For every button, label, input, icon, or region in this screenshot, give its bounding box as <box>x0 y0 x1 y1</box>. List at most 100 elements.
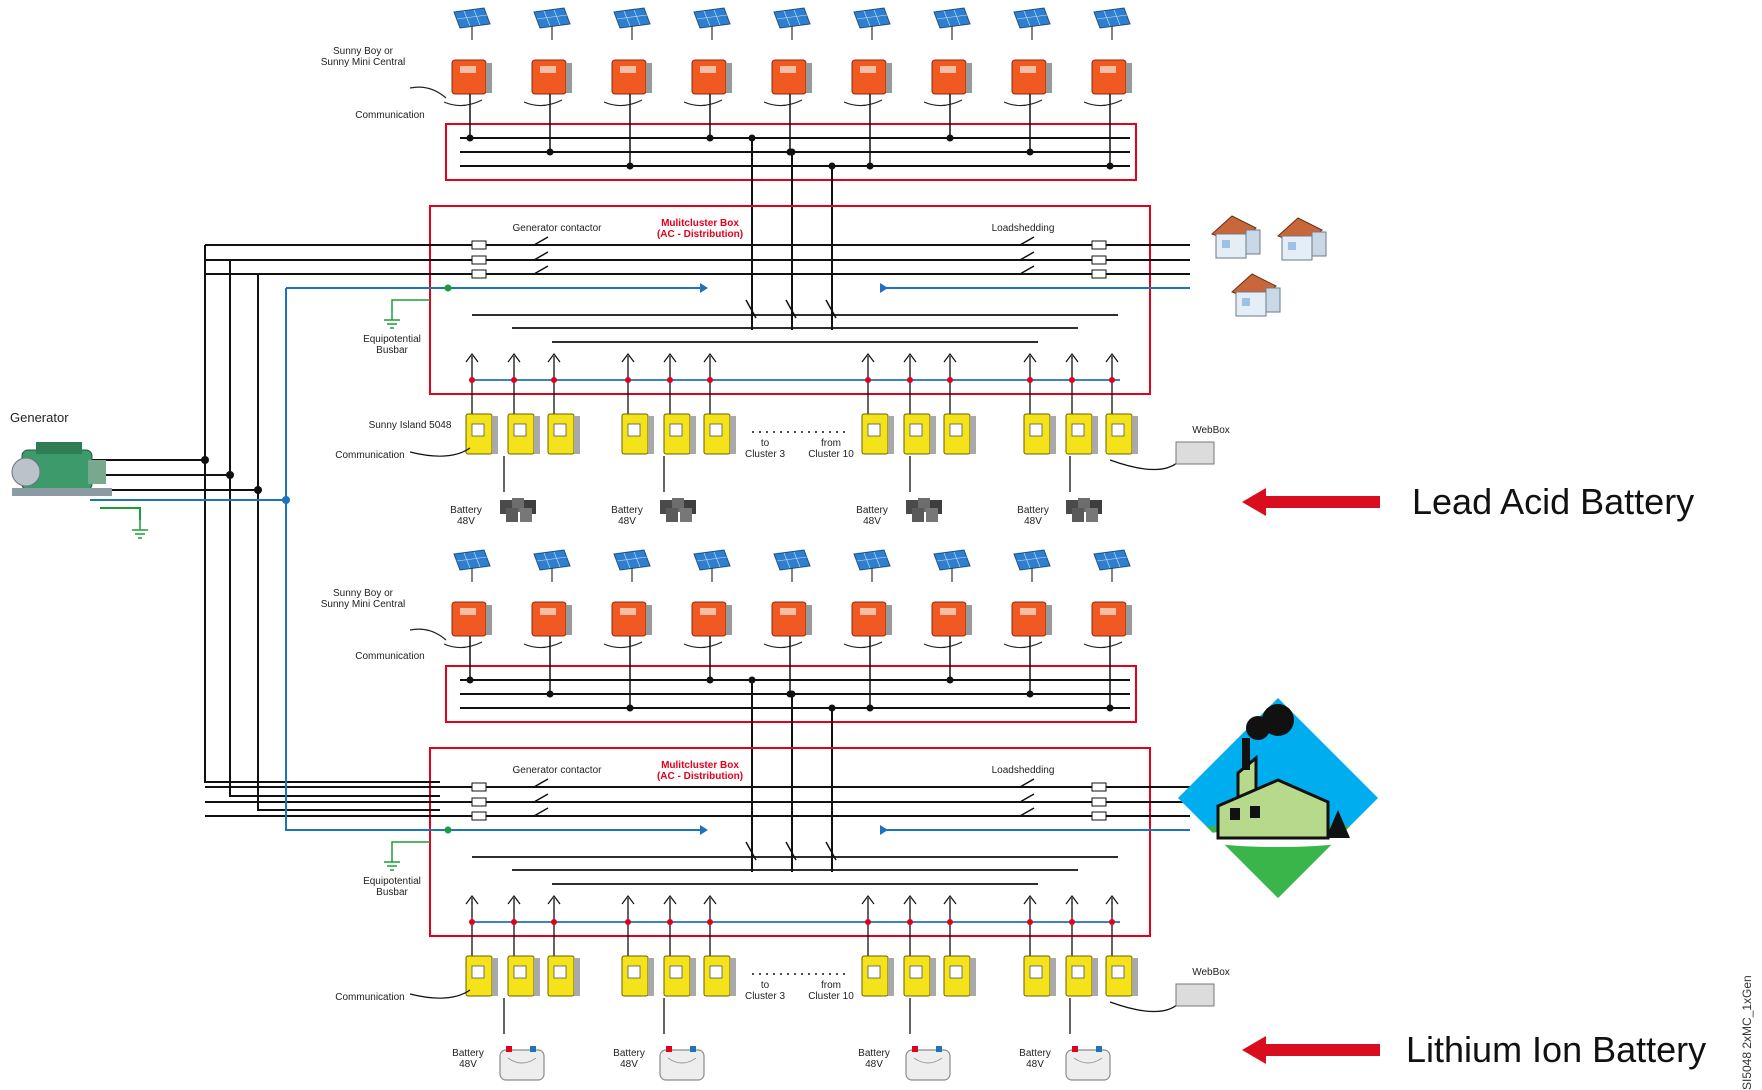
junction-dot <box>947 919 953 925</box>
battery-label-top-2: Battery 48V <box>611 505 643 527</box>
communication-line <box>1083 99 1123 107</box>
breaker-icon <box>621 895 635 905</box>
communication-line <box>409 628 447 641</box>
fuse-icon <box>471 240 487 250</box>
battery-label-top-4: Battery 48V <box>1017 505 1049 527</box>
ground-icon <box>131 519 149 539</box>
communication-label-top-islands: Communication <box>335 450 405 461</box>
junction-dot <box>625 919 631 925</box>
battery-icon <box>1066 498 1102 522</box>
fuse-icon <box>471 255 487 265</box>
solar-panel-icon <box>533 549 571 583</box>
solar-panel-icon <box>453 7 491 41</box>
breaker-icon <box>903 895 917 905</box>
sunny-island-icon <box>621 955 655 997</box>
fuse-icon <box>1091 797 1107 807</box>
junction-dot <box>1069 919 1075 925</box>
junction-dot <box>444 826 452 834</box>
communication-line <box>523 99 563 107</box>
battery-label-bottom-4: Battery 48V <box>1019 1048 1051 1070</box>
communication-line <box>923 99 963 107</box>
junction-dot <box>466 134 474 142</box>
from-cluster-label-bottom: from Cluster 10 <box>808 980 854 1002</box>
inverter-icon <box>451 601 493 637</box>
multicluster-box <box>429 747 1151 937</box>
arrow-lead-acid-icon <box>1242 488 1380 516</box>
house-icon <box>1277 217 1327 261</box>
junction-dot <box>788 690 796 698</box>
battery-icon <box>906 498 942 522</box>
breaker-icon <box>1105 353 1119 363</box>
solar-panel-icon <box>1013 7 1051 41</box>
breaker-icon <box>703 353 717 363</box>
arrow-icon <box>700 825 708 835</box>
junction-dot <box>1069 377 1075 383</box>
solar-panel-icon <box>853 549 891 583</box>
top-system <box>205 7 1215 522</box>
battery-label-bottom-3: Battery 48V <box>858 1048 890 1070</box>
sunny-island-icon <box>663 413 697 455</box>
junction-dot <box>828 162 836 170</box>
generator-icon <box>11 442 112 496</box>
junction-dot <box>667 919 673 925</box>
junction-dot <box>1027 377 1033 383</box>
inverter-icon <box>451 59 493 95</box>
breaker-icon <box>663 895 677 905</box>
fuse-icon <box>471 811 487 821</box>
communication-line <box>603 99 643 107</box>
junction-dot <box>625 377 631 383</box>
fuse-icon <box>1091 240 1107 250</box>
breaker-icon <box>547 895 561 905</box>
communication-line <box>523 641 563 649</box>
junction-dot <box>706 134 714 142</box>
inverter-icon <box>691 59 733 95</box>
inverter-icon <box>851 601 893 637</box>
communication-line <box>683 99 723 107</box>
breaker-icon <box>465 353 479 363</box>
bottom-system <box>205 549 1215 1081</box>
breaker-icon <box>903 353 917 363</box>
communication-line <box>763 99 803 107</box>
solar-panel-icon <box>613 7 651 41</box>
junction-dot <box>865 919 871 925</box>
breaker-icon <box>547 353 561 363</box>
sunny-island-icon <box>861 955 895 997</box>
breaker-icon <box>943 353 957 363</box>
contactor-icon <box>533 778 549 788</box>
junction-dot <box>469 919 475 925</box>
breaker-icon <box>1023 353 1037 363</box>
inverter-icon <box>1091 601 1133 637</box>
from-cluster-label-top: from Cluster 10 <box>808 438 854 460</box>
junction-dot <box>748 134 756 142</box>
sunny-island-icon <box>703 413 737 455</box>
factory-icon <box>1178 698 1378 898</box>
ground-icon <box>383 309 401 329</box>
sunny-island-icon <box>547 955 581 997</box>
fuse-icon <box>1091 782 1107 792</box>
fuse-icon <box>1091 255 1107 265</box>
fuse-icon <box>471 269 487 279</box>
solar-panel-icon <box>773 7 811 41</box>
solar-panel-icon <box>533 7 571 41</box>
sunny-island-icon <box>663 955 697 997</box>
junction-dot <box>706 676 714 684</box>
sunny-island-icon <box>621 413 655 455</box>
battery-icon <box>660 498 696 522</box>
sunny-boy-label-bottom: Sunny Boy or Sunny Mini Central <box>320 588 406 610</box>
contactor-icon <box>1019 251 1035 261</box>
sunny-island-label: Sunny Island 5048 <box>368 420 452 431</box>
communication-line <box>763 641 803 649</box>
battery-label-bottom-1: Battery 48V <box>452 1048 484 1070</box>
breaker-icon <box>1065 353 1079 363</box>
breaker-icon <box>861 895 875 905</box>
breaker-icon <box>507 895 521 905</box>
junction-dot <box>1026 690 1034 698</box>
lithium-ion-battery-label: Lithium Ion Battery <box>1406 1029 1707 1070</box>
contactor-icon <box>533 236 549 246</box>
junction-dot <box>828 704 836 712</box>
equipotential-busbar-label-bottom: Equipotential Busbar <box>363 876 421 898</box>
communication-line <box>409 86 447 99</box>
inverter-icon <box>771 601 813 637</box>
junction-dot <box>466 676 474 684</box>
contactor-icon <box>533 265 549 275</box>
